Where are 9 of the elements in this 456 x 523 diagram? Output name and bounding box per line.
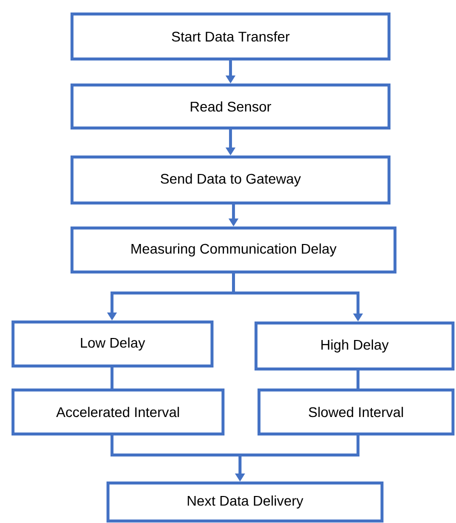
process-box: High Delay <box>254 322 454 370</box>
process-box: Start Data Transfer <box>70 12 390 60</box>
process-box: Send Data to Gateway <box>70 156 390 204</box>
process-box: Low Delay <box>12 320 214 368</box>
process-box: Next Data Delivery <box>106 482 384 522</box>
process-box: Measuring Communication Delay <box>70 226 396 274</box>
process-box: Accelerated Interval <box>12 388 224 436</box>
process-box: Slowed Interval <box>258 388 454 436</box>
process-box: Read Sensor <box>70 84 390 130</box>
